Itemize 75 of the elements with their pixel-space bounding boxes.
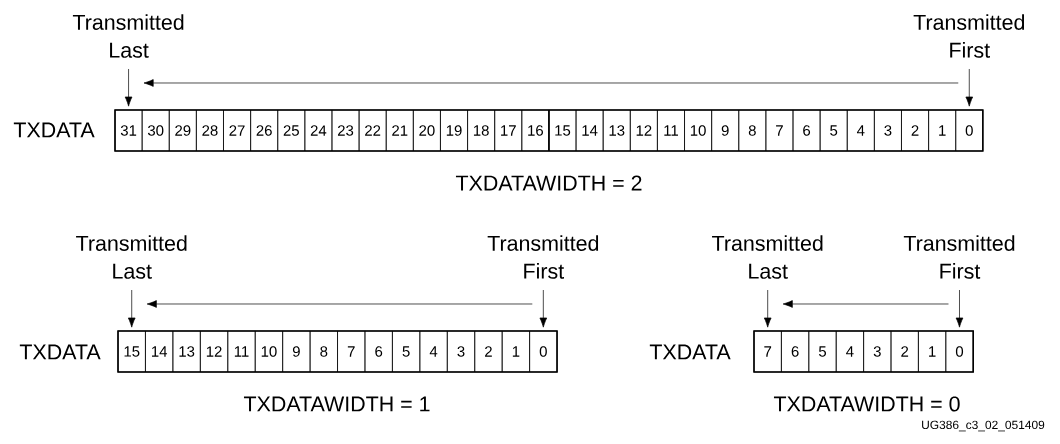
bit-cell: 4 — [835, 330, 864, 373]
width-setting: TXDATAWIDTH = 1 — [243, 396, 430, 412]
bit-cell: 4 — [419, 330, 448, 373]
bit-cell: 19 — [440, 109, 468, 152]
bit-cell: 7 — [337, 330, 366, 373]
arrow — [955, 289, 964, 328]
node-label: 15 — [124, 346, 140, 357]
bit-cell: 9 — [711, 109, 740, 152]
bit-cell: 4 — [846, 109, 875, 152]
bit-cell: 3 — [874, 109, 902, 152]
bit-cell: 5 — [819, 109, 848, 152]
bit-cell: 8 — [738, 109, 767, 152]
node-label: 31 — [120, 125, 137, 136]
bit-cell: 11 — [657, 109, 685, 152]
register-name: TXDATA — [19, 344, 101, 360]
bit-cell: 14 — [575, 109, 604, 152]
transmit-order-label: Transmitted Last — [76, 235, 187, 279]
bit-cell: 23 — [331, 109, 360, 152]
arrow — [763, 289, 772, 328]
bit-cell: 21 — [385, 109, 414, 152]
bit-cell: 14 — [145, 330, 174, 373]
arrow — [128, 289, 136, 328]
bit-cell: 10 — [254, 330, 283, 373]
bit-cell: 0 — [529, 330, 558, 373]
bit-cell: 12 — [200, 330, 229, 373]
bit-cell: 13 — [602, 109, 631, 152]
bit-cell: 1 — [501, 330, 530, 373]
bit-cell: 24 — [304, 109, 333, 152]
bit-cell: 6 — [364, 330, 393, 373]
bit-cell: 9 — [282, 330, 311, 373]
bit-cell: 12 — [629, 109, 658, 152]
width-setting: TXDATAWIDTH = 2 — [455, 175, 642, 191]
arrow — [124, 68, 133, 107]
bit-cell: 3 — [863, 330, 892, 373]
bit-cell: 3 — [446, 330, 476, 373]
bit-cell: 26 — [250, 109, 279, 152]
register-name: TXDATA — [649, 344, 731, 360]
node-label: 15 — [555, 125, 571, 136]
bit-cell: 6 — [792, 109, 821, 152]
transmit-order-label: Transmitted Last — [72, 14, 184, 58]
bit-cell: 28 — [196, 109, 224, 152]
figure-id: UG386_c3_02_051409 — [922, 420, 1045, 432]
arrow — [965, 68, 974, 107]
bit-cell: 27 — [223, 109, 251, 152]
bit-cell: 1 — [918, 330, 947, 373]
bit-cell: 0 — [955, 109, 984, 152]
bit-cell: 0 — [945, 330, 974, 373]
bit-cell: 7 — [765, 109, 794, 152]
transmit-order-label: Transmitted First — [487, 235, 599, 279]
bit-cell: 13 — [172, 330, 201, 373]
bit-cell: 11 — [227, 330, 256, 373]
bit-cell: 30 — [141, 109, 170, 152]
bit-cell: 2 — [890, 330, 919, 373]
bit-cell: 25 — [277, 109, 306, 152]
arrow — [539, 289, 548, 328]
register-name: TXDATA — [13, 122, 95, 138]
bit-cell: 29 — [168, 109, 197, 152]
bit-cell: 16 — [521, 109, 550, 152]
bit-cell: 10 — [684, 109, 712, 152]
bit-cell: 6 — [781, 330, 810, 373]
bit-cell: 20 — [412, 109, 441, 152]
bit-cell: 8 — [309, 330, 338, 373]
bit-cell: 2 — [901, 109, 929, 152]
bit-cell: 2 — [474, 330, 503, 373]
bit-cell: 5 — [808, 330, 837, 373]
bit-cell: 5 — [392, 330, 421, 373]
bit-cell: 17 — [494, 109, 523, 152]
transmit-order-label: Transmitted First — [913, 14, 1025, 58]
bit-cell: 18 — [467, 109, 496, 152]
transmit-order-label: Transmitted Last — [712, 235, 823, 279]
bit-cell: 1 — [928, 109, 957, 152]
bit-cell: 22 — [358, 109, 387, 152]
width-setting: TXDATAWIDTH = 0 — [773, 396, 960, 412]
node-label: 7 — [764, 346, 772, 357]
transmit-order-label: Transmitted First — [903, 235, 1015, 279]
